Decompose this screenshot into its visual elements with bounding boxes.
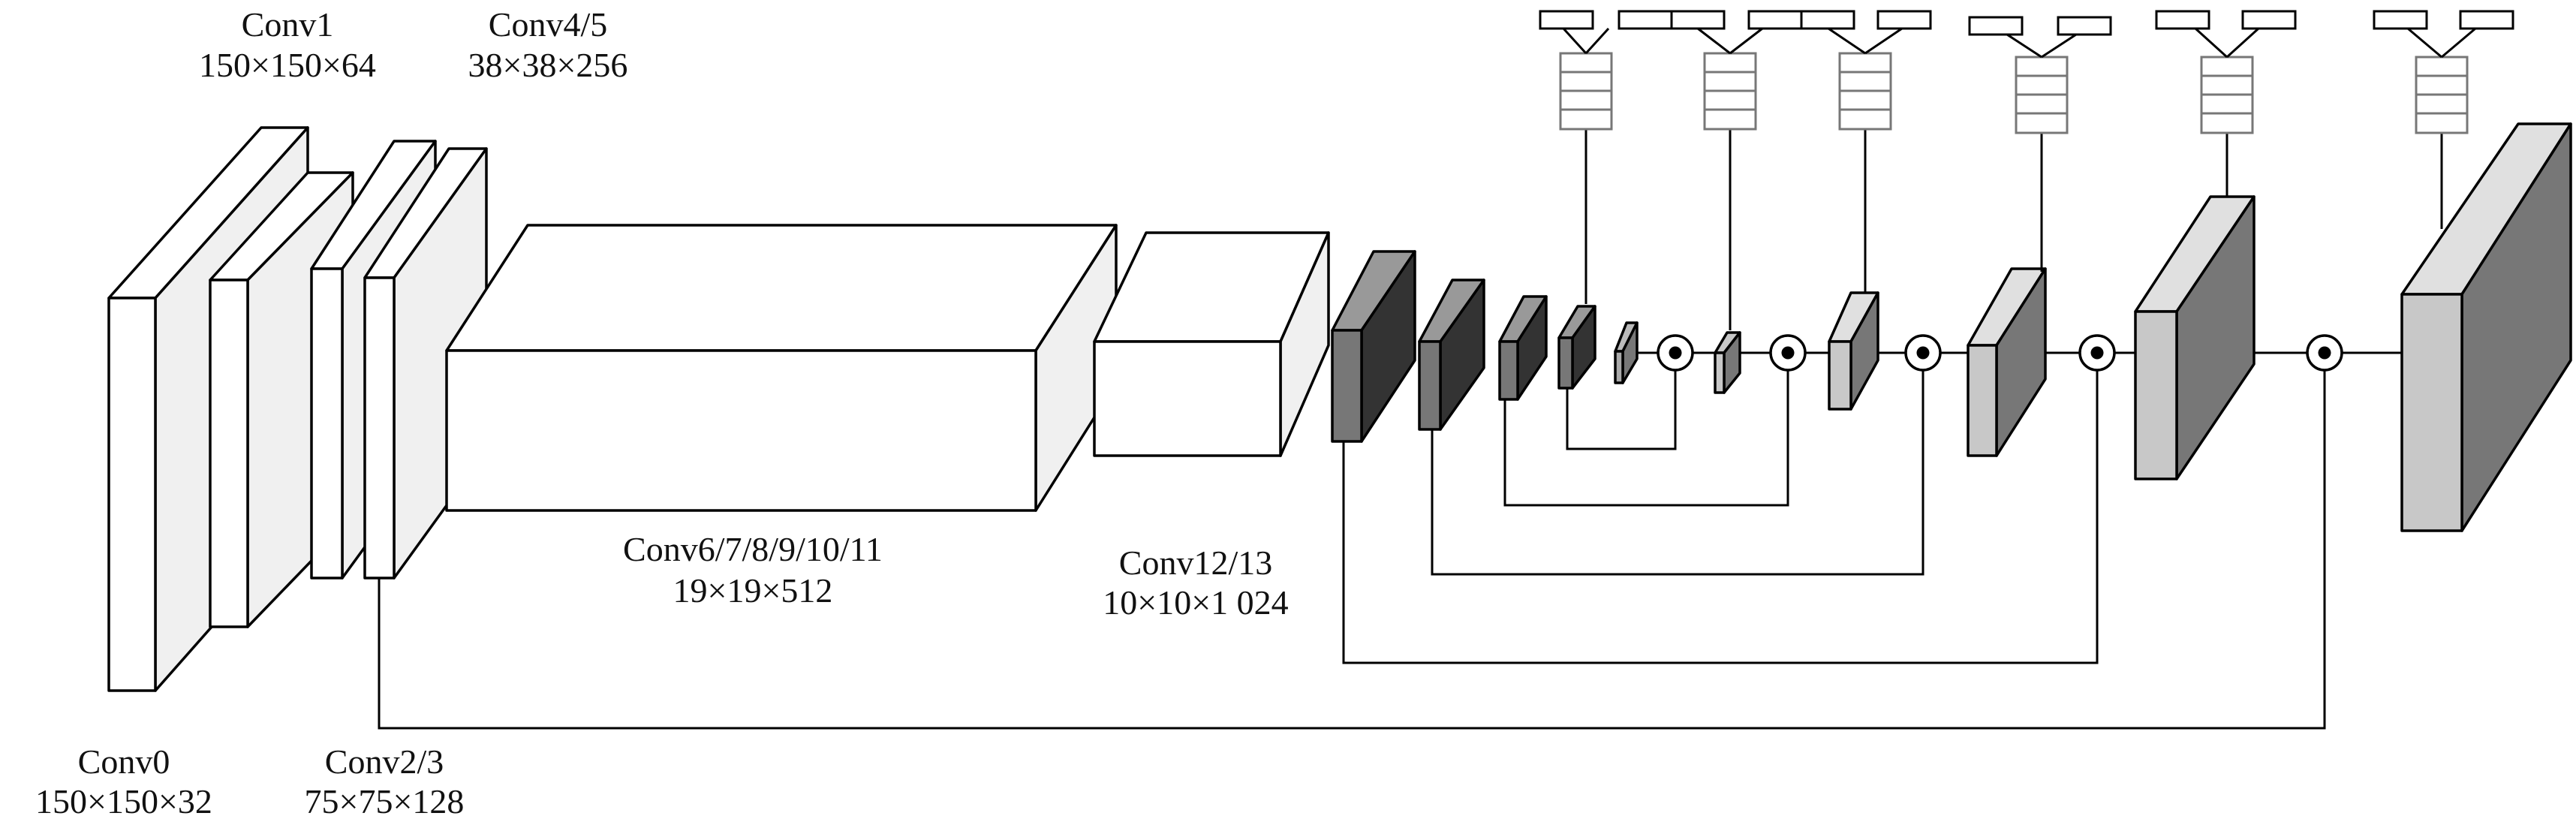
- extra-feature-blocks: [1331, 250, 1639, 443]
- layer-labels: Conv1 150×150×64 Conv4/5 38×38×256 Conv6…: [35, 5, 1289, 820]
- detection-head-1: [1539, 10, 1673, 304]
- block-up-3: [1967, 267, 2047, 457]
- label-conv6-11-name: Conv6/7/8/9/10/11: [623, 530, 883, 568]
- skip-2: [1503, 370, 1789, 507]
- label-conv12-13-dims: 10×10×1 024: [1103, 583, 1288, 622]
- block-up-1: [1714, 331, 1741, 394]
- skip-5: [378, 370, 2326, 730]
- block-dark-5: [1614, 321, 1639, 384]
- upsample-blocks: [1714, 122, 2572, 532]
- merge-node-3: [1904, 334, 1942, 372]
- skip-3: [1431, 370, 1924, 576]
- merge-node-4: [2078, 334, 2116, 372]
- label-conv23-name: Conv2/3: [325, 742, 444, 781]
- label-conv0-dims: 150×150×32: [35, 782, 212, 820]
- merge-node-5: [2306, 334, 2343, 372]
- label-conv1-name: Conv1: [242, 5, 334, 44]
- block-dark-4: [1557, 305, 1596, 390]
- block-dark-1: [1331, 250, 1416, 443]
- detection-head-3: [1800, 10, 1932, 293]
- block-up-4: [2134, 195, 2256, 480]
- merge-nodes: [1657, 334, 2343, 372]
- label-conv45-dims: 38×38×256: [468, 46, 628, 84]
- block-up-2: [1828, 291, 1879, 411]
- skip-connections: [378, 370, 2326, 730]
- label-conv23-dims: 75×75×128: [305, 782, 465, 820]
- backbone: [107, 126, 1330, 692]
- merge-node-1: [1657, 334, 1694, 372]
- label-conv45-name: Conv4/5: [489, 5, 607, 44]
- label-conv6-11-dims: 19×19×512: [673, 571, 833, 610]
- label-conv0-name: Conv0: [78, 742, 170, 781]
- block-dark-3: [1498, 295, 1548, 401]
- block-conv6-11: [445, 224, 1118, 512]
- detection-head-4: [1968, 16, 2112, 272]
- label-conv1-dims: 150×150×64: [199, 46, 376, 84]
- merge-node-2: [1769, 334, 1807, 372]
- block-up-5: [2400, 122, 2572, 532]
- label-conv12-13-name: Conv12/13: [1119, 543, 1272, 582]
- detection-head-6: [2373, 10, 2514, 229]
- block-dark-2: [1418, 279, 1485, 431]
- skip-4: [1342, 370, 2099, 664]
- detection-head-2: [1670, 10, 1803, 330]
- detection-head-5: [2155, 10, 2297, 197]
- skip-1: [1566, 370, 1677, 450]
- block-conv12-13: [1093, 231, 1330, 457]
